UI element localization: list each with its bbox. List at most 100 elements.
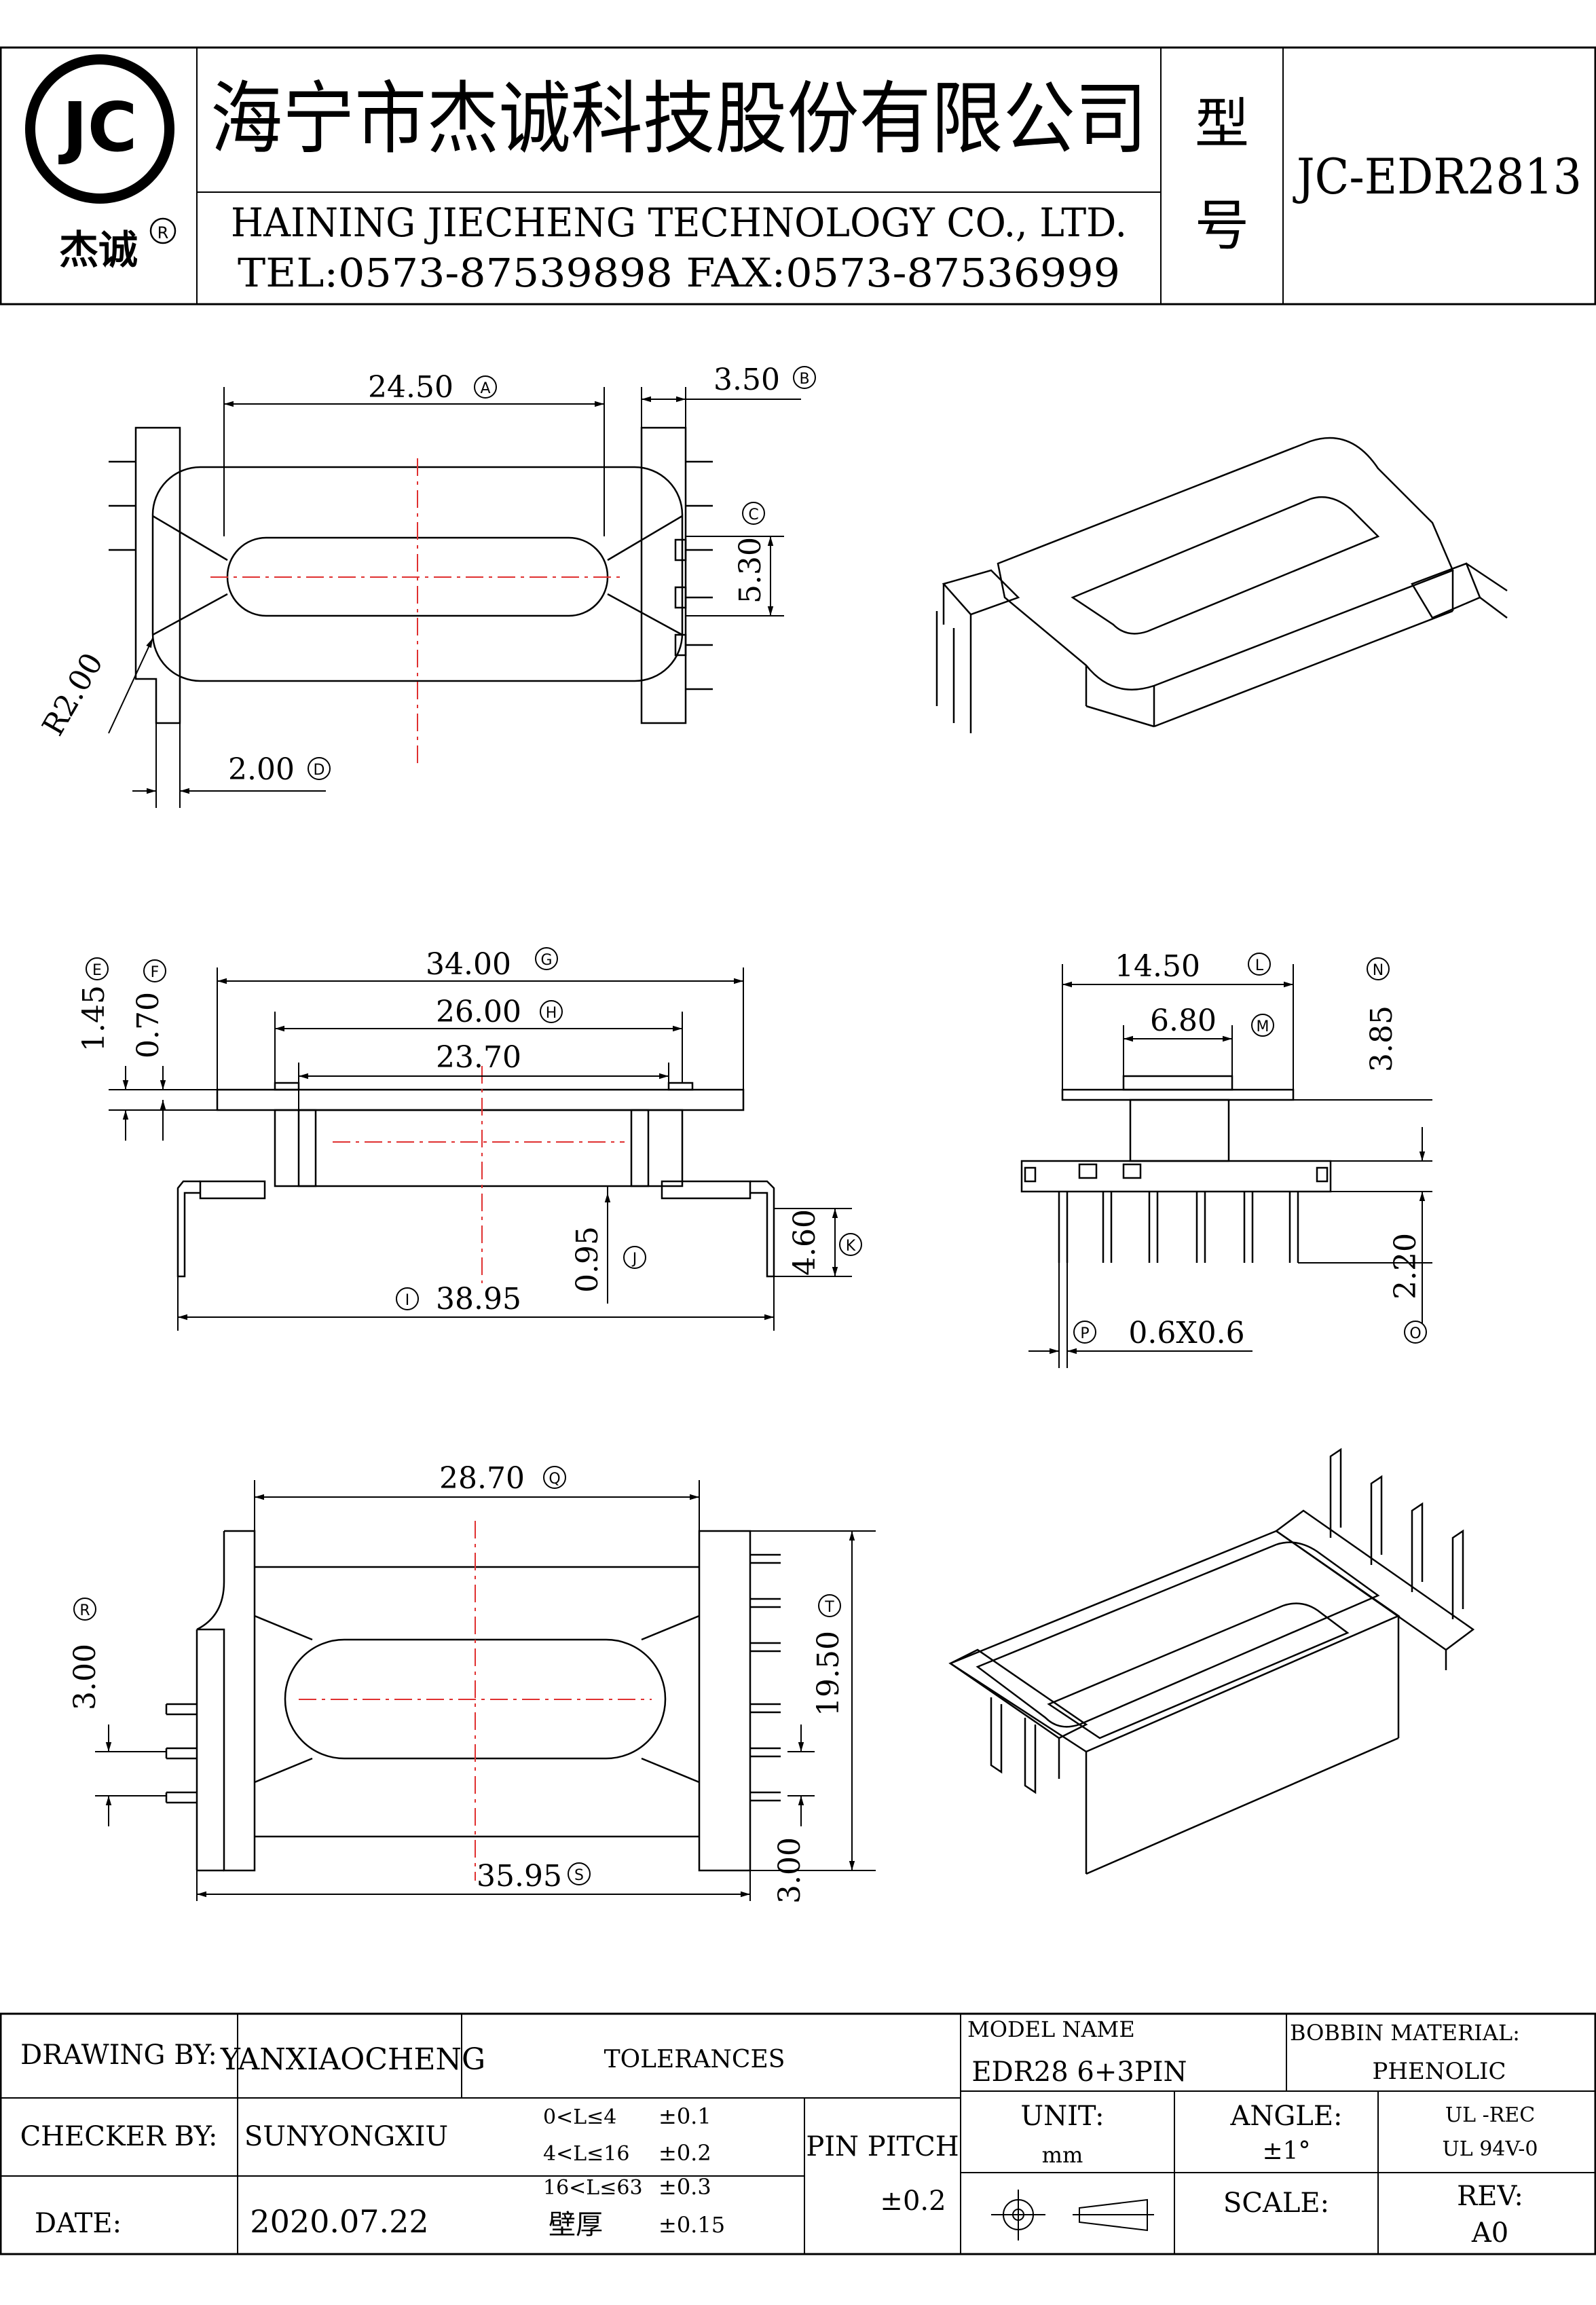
isometric-view-top bbox=[935, 437, 1508, 733]
dim-p-value: 0.6X0.6 bbox=[1128, 1316, 1244, 1350]
marker-a: A bbox=[480, 380, 490, 397]
marker-l: L bbox=[1255, 957, 1264, 974]
bobbin-material-value: PHENOLIC bbox=[1373, 2058, 1506, 2085]
dim-j-value: 0.95 bbox=[570, 1226, 605, 1293]
dim-r2-value: 3.00 bbox=[68, 1644, 103, 1710]
marker-j: J bbox=[631, 1251, 637, 1268]
unit-value: mm bbox=[1042, 2142, 1083, 2168]
front-view-dimensions bbox=[109, 967, 852, 1331]
isometric-view-bottom bbox=[948, 1447, 1475, 1875]
marker-f: F bbox=[151, 964, 160, 981]
header-block: JC 杰诚 R 海宁市杰诚科技股份有限公司 HAINING JIECHENG T… bbox=[0, 46, 1596, 306]
marker-k: K bbox=[846, 1238, 856, 1255]
angle-value: ±1° bbox=[1262, 2137, 1310, 2165]
dim-c-value: 5.30 bbox=[733, 537, 768, 604]
company-name-en: HAINING JIECHENG TECHNOLOGY CO., LTD. bbox=[231, 200, 1127, 246]
bobbin-material-label: BOBBIN MATERIAL: bbox=[1290, 2020, 1520, 2046]
dim-h-value: 26.00 bbox=[436, 995, 521, 1029]
marker-d: D bbox=[314, 762, 325, 779]
tolerance-2-range: 4<L≤16 bbox=[543, 2142, 629, 2166]
marker-t: T bbox=[824, 1599, 834, 1616]
top-view-dimensions bbox=[108, 387, 801, 808]
title-block bbox=[0, 2012, 1596, 2255]
dim-l-value: 14.50 bbox=[1115, 949, 1200, 984]
logo-cn-name: 杰诚 bbox=[59, 227, 138, 273]
marker-g: G bbox=[540, 952, 552, 969]
unit-label: UNIT: bbox=[1020, 2101, 1104, 2132]
wall-thickness-value: ±0.15 bbox=[658, 2212, 725, 2238]
company-contact: TEL:0573-87539898 FAX:0573-87536999 bbox=[238, 250, 1120, 296]
ul-flammability: UL 94V-0 bbox=[1442, 2137, 1538, 2161]
marker-i: I bbox=[405, 1292, 410, 1309]
side-view bbox=[1020, 1075, 1332, 1263]
date-label: DATE: bbox=[35, 2208, 122, 2239]
marker-q: Q bbox=[549, 1471, 560, 1488]
bottom-view bbox=[165, 1530, 781, 1872]
front-view-dimension-text: E F 1.45 0.70 34.00 G 26.00 H 23.70 I 38… bbox=[77, 947, 862, 1316]
model-name-label: MODEL NAME bbox=[967, 2016, 1135, 2042]
model-label-2: 号 bbox=[1195, 194, 1249, 257]
model-name-value: EDR28 6+3PIN bbox=[971, 2057, 1187, 2088]
angle-label: ANGLE: bbox=[1229, 2101, 1342, 2132]
tolerance-3-range: 16<L≤63 bbox=[543, 2176, 643, 2200]
company-name-cn: 海宁市杰诚科技股份有限公司 bbox=[210, 73, 1147, 165]
marker-h: H bbox=[546, 1005, 557, 1022]
pin-pitch-label: PIN PITCH bbox=[806, 2131, 959, 2162]
dim-q-value: 28.70 bbox=[439, 1461, 525, 1496]
marker-r: R bbox=[79, 1602, 90, 1619]
scale-label: SCALE: bbox=[1223, 2188, 1329, 2219]
dim-s2-value: 3.00 bbox=[773, 1837, 807, 1904]
tolerances-label: TOLERANCES bbox=[604, 2046, 785, 2073]
rev-label: REV: bbox=[1457, 2181, 1523, 2212]
company-logo: JC 杰诚 R bbox=[25, 54, 177, 273]
marker-p: P bbox=[1080, 1325, 1089, 1342]
dim-n-value: 3.85 bbox=[1365, 1006, 1399, 1072]
marker-c: C bbox=[748, 506, 758, 523]
registered-mark: R bbox=[157, 223, 169, 242]
model-number: JC-EDR2813 bbox=[1293, 148, 1582, 205]
dim-a-value: 24.50 bbox=[368, 370, 453, 405]
dim-o-value: 2.20 bbox=[1388, 1233, 1423, 1299]
drawing-by-label: DRAWING BY: bbox=[20, 2040, 217, 2071]
bottom-view-dimensions bbox=[95, 1480, 876, 1901]
wall-thickness-label: 壁厚 bbox=[549, 2209, 603, 2241]
marker-e: E bbox=[92, 962, 102, 979]
marker-m: M bbox=[1257, 1018, 1269, 1035]
date-value: 2020.07.22 bbox=[250, 2203, 428, 2240]
rev-value: A0 bbox=[1471, 2217, 1508, 2249]
projection-symbol-icon bbox=[991, 2190, 1154, 2241]
dim-i-value: 38.95 bbox=[436, 1282, 521, 1316]
side-view-dimensions bbox=[1028, 964, 1432, 1368]
tolerance-2-value: ±0.2 bbox=[658, 2140, 711, 2166]
dim-h2-value: 23.70 bbox=[436, 1040, 521, 1075]
marker-b: B bbox=[799, 371, 809, 388]
bottom-view-dimension-text: 28.70 Q R 3.00 T 19.50 35.95 S 3.00 bbox=[68, 1461, 846, 1904]
checker-by-value: SUNYONGXIU bbox=[244, 2121, 448, 2152]
top-view bbox=[109, 426, 713, 724]
checker-by-label: CHECKER BY: bbox=[20, 2121, 218, 2152]
dim-b-value: 3.50 bbox=[713, 363, 780, 397]
dim-e-value: 1.45 bbox=[77, 985, 111, 1052]
pin-pitch-value: ±0.2 bbox=[880, 2186, 946, 2217]
dim-m-value: 6.80 bbox=[1150, 1003, 1217, 1038]
dim-radius-value: R2.00 bbox=[36, 647, 111, 741]
front-view bbox=[177, 1082, 775, 1278]
marker-s: S bbox=[574, 1867, 584, 1884]
ul-rec: UL -REC bbox=[1445, 2103, 1535, 2127]
drawing-by-value: YANXIAOCHENG bbox=[220, 2042, 485, 2077]
dim-s-value: 35.95 bbox=[477, 1859, 562, 1894]
tolerance-1-value: ±0.1 bbox=[658, 2103, 711, 2129]
model-label-1: 型 bbox=[1195, 92, 1249, 155]
dim-f-value: 0.70 bbox=[131, 992, 166, 1058]
dim-t-value: 19.50 bbox=[811, 1631, 846, 1716]
dim-d-value: 2.00 bbox=[228, 752, 295, 787]
title-block-text: DRAWING BY: YANXIAOCHENG TOLERANCES MODE… bbox=[20, 2016, 1538, 2249]
tolerance-3-value: ±0.3 bbox=[658, 2174, 711, 2200]
dim-k-value: 4.60 bbox=[787, 1209, 822, 1276]
dim-g-value: 34.00 bbox=[426, 947, 511, 982]
marker-o: O bbox=[1409, 1325, 1421, 1342]
logo-letters: JC bbox=[58, 88, 138, 167]
side-view-dimension-text: 14.50 L 6.80 M N 3.85 2.20 O P 0.6X0.6 bbox=[1073, 949, 1427, 1350]
tolerance-1-range: 0<L≤4 bbox=[543, 2105, 616, 2129]
